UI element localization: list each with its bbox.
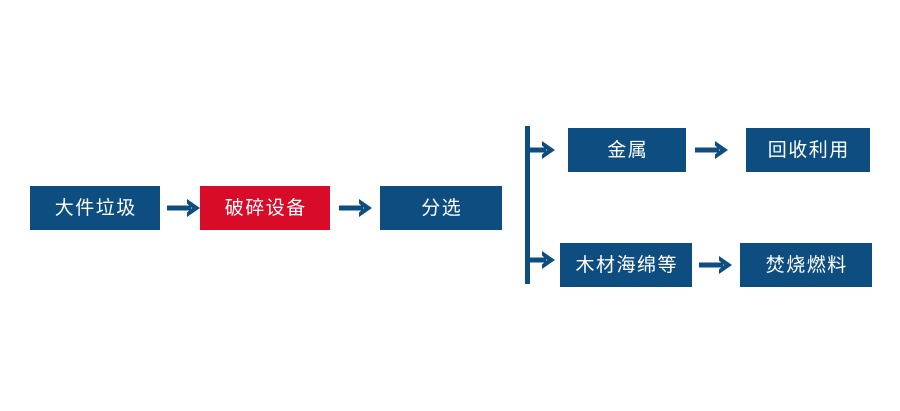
arrow-crusher-to-sorting (338, 193, 376, 223)
node-bulky-waste-label: 大件垃圾 (54, 196, 137, 219)
node-bulky-waste[interactable]: 大件垃圾 (30, 186, 160, 230)
node-crushing-equipment-label: 破碎设备 (224, 196, 307, 219)
arrow-bulky-to-crusher (166, 193, 204, 223)
node-metal[interactable]: 金属 (568, 128, 686, 172)
arrow-metal-to-recycle (694, 135, 732, 165)
node-incineration-fuel[interactable]: 焚烧燃料 (740, 243, 872, 287)
node-wood-sponge-label: 木材海绵等 (575, 253, 678, 276)
arrow-wood-to-burn (698, 250, 736, 280)
node-metal-label: 金属 (607, 138, 649, 161)
node-crushing-equipment[interactable]: 破碎设备 (200, 186, 330, 230)
node-recycling-reuse[interactable]: 回收利用 (746, 128, 870, 172)
node-sorting[interactable]: 分选 (380, 186, 502, 230)
node-sorting-label: 分选 (421, 196, 463, 219)
branch-split-icon (520, 124, 572, 286)
node-recycling-reuse-label: 回收利用 (767, 138, 850, 161)
node-wood-sponge[interactable]: 木材海绵等 (560, 243, 692, 287)
node-incineration-fuel-label: 焚烧燃料 (765, 253, 848, 276)
